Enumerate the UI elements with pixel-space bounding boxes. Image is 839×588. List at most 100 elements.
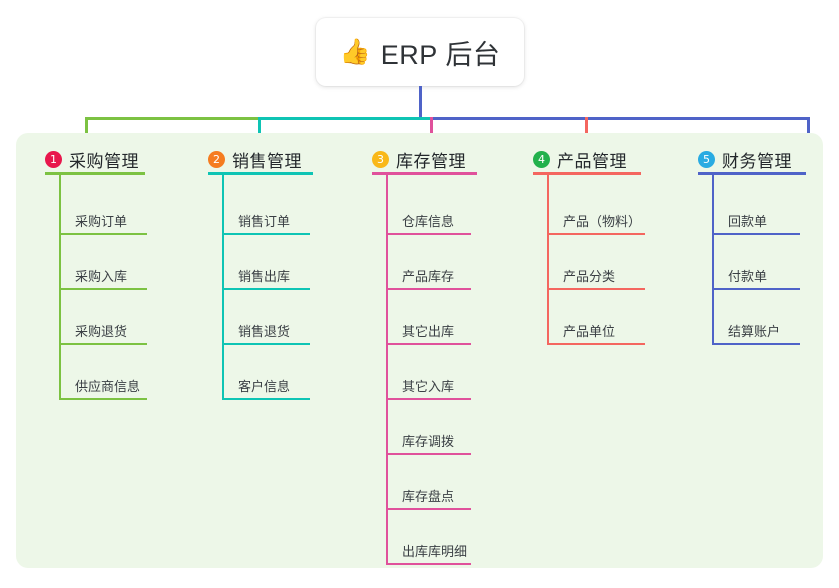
leaf-item[interactable]: 产品分类 (547, 260, 645, 290)
leaf-item-label: 客户信息 (238, 379, 291, 394)
leaf-item[interactable]: 销售退货 (222, 315, 310, 345)
branch-header-1[interactable]: 1 采购管理 (45, 147, 139, 172)
branch-badge-1: 1 (45, 151, 62, 168)
leaf-item[interactable]: 库存调拨 (386, 425, 471, 455)
branch-stem-5 (712, 175, 714, 345)
leaf-item[interactable]: 采购订单 (59, 205, 147, 235)
leaf-item-rule (386, 508, 471, 510)
leaf-item-label: 付款单 (728, 269, 768, 284)
leaf-item[interactable]: 采购入库 (59, 260, 147, 290)
branch-header-2[interactable]: 2 销售管理 (208, 147, 302, 172)
branch-rule-1 (45, 172, 145, 175)
leaf-item-rule (386, 398, 471, 400)
leaf-item-rule (386, 343, 471, 345)
leaf-item[interactable]: 付款单 (712, 260, 800, 290)
leaf-item-label: 库存调拨 (402, 434, 455, 449)
leaf-item-label: 仓库信息 (402, 214, 455, 229)
leaf-item[interactable]: 采购退货 (59, 315, 147, 345)
leaf-item[interactable]: 销售订单 (222, 205, 310, 235)
leaf-item-label: 出库库明细 (402, 544, 468, 559)
thumbs-up-icon: 👍 (339, 37, 371, 66)
leaf-item-label: 销售退货 (238, 324, 291, 339)
leaf-item[interactable]: 销售出库 (222, 260, 310, 290)
leaf-item-label: 销售订单 (238, 214, 291, 229)
leaf-item[interactable]: 产品库存 (386, 260, 471, 290)
leaf-item-label: 产品分类 (563, 269, 616, 284)
root-stem-line (419, 86, 422, 120)
leaf-item-rule (222, 288, 310, 290)
branch-badge-5: 5 (698, 151, 715, 168)
leaf-item-label: 销售出库 (238, 269, 291, 284)
leaf-item-rule (386, 288, 471, 290)
bus-segment-1 (85, 117, 258, 120)
bus-segment-3 (430, 117, 810, 120)
leaf-item[interactable]: 产品单位 (547, 315, 645, 345)
leaf-item[interactable]: 供应商信息 (59, 370, 147, 400)
root-node-card[interactable]: 👍 ERP 后台 (316, 18, 524, 86)
leaf-item[interactable]: 回款单 (712, 205, 800, 235)
leaf-item-rule (222, 398, 310, 400)
branch-header-3[interactable]: 3 库存管理 (372, 147, 466, 172)
leaf-item-label: 其它入库 (402, 379, 455, 394)
leaf-item-rule (59, 233, 147, 235)
branch-rule-4 (533, 172, 641, 175)
leaf-item-label: 采购入库 (75, 269, 128, 284)
branch-title-4: 产品管理 (557, 152, 627, 171)
branch-drop-5 (807, 117, 810, 145)
branch-title-2: 销售管理 (232, 152, 302, 171)
leaf-item-rule (222, 233, 310, 235)
leaf-item[interactable]: 库存盘点 (386, 480, 471, 510)
branch-badge-3: 3 (372, 151, 389, 168)
leaf-item[interactable]: 其它入库 (386, 370, 471, 400)
branch-badge-2: 2 (208, 151, 225, 168)
leaf-item-label: 产品单位 (563, 324, 616, 339)
leaf-item[interactable]: 客户信息 (222, 370, 310, 400)
leaf-item-rule (59, 398, 147, 400)
leaf-item-rule (712, 343, 800, 345)
branch-rule-3 (372, 172, 477, 175)
branch-drop-4 (585, 117, 588, 145)
leaf-item-label: 采购退货 (75, 324, 128, 339)
leaf-item-label: 回款单 (728, 214, 768, 229)
leaf-item-label: 库存盘点 (402, 489, 455, 504)
leaf-item-rule (59, 288, 147, 290)
leaf-item-rule (59, 343, 147, 345)
branch-title-3: 库存管理 (396, 152, 466, 171)
leaf-item-rule (712, 233, 800, 235)
leaf-item-label: 其它出库 (402, 324, 455, 339)
leaf-item-rule (547, 233, 645, 235)
branch-rule-5 (698, 172, 806, 175)
branch-drop-1 (85, 117, 88, 145)
branches-panel (16, 133, 823, 568)
leaf-item-rule (386, 563, 471, 565)
leaf-item-rule (547, 288, 645, 290)
leaf-item[interactable]: 其它出库 (386, 315, 471, 345)
leaf-item-label: 供应商信息 (75, 379, 141, 394)
leaf-item-label: 采购订单 (75, 214, 128, 229)
branch-stem-3 (386, 175, 388, 565)
branch-stem-4 (547, 175, 549, 345)
leaf-item-rule (712, 288, 800, 290)
branch-title-5: 财务管理 (722, 152, 792, 171)
branch-header-4[interactable]: 4 产品管理 (533, 147, 627, 172)
leaf-item-rule (386, 453, 471, 455)
leaf-item[interactable]: 仓库信息 (386, 205, 471, 235)
leaf-item[interactable]: 出库库明细 (386, 535, 471, 565)
branch-drop-2 (258, 117, 261, 145)
leaf-item-label: 结算账户 (728, 324, 781, 339)
leaf-item-label: 产品（物料） (563, 214, 642, 229)
leaf-item-rule (386, 233, 471, 235)
branch-stem-2 (222, 175, 224, 400)
leaf-item-label: 产品库存 (402, 269, 455, 284)
branch-badge-4: 4 (533, 151, 550, 168)
branch-title-1: 采购管理 (69, 152, 139, 171)
branch-rule-2 (208, 172, 313, 175)
branch-drop-3 (430, 117, 433, 145)
leaf-item[interactable]: 结算账户 (712, 315, 800, 345)
branch-header-5[interactable]: 5 财务管理 (698, 147, 792, 172)
leaf-item-rule (547, 343, 645, 345)
leaf-item-rule (222, 343, 310, 345)
leaf-item[interactable]: 产品（物料） (547, 205, 645, 235)
bus-segment-2 (258, 117, 430, 120)
